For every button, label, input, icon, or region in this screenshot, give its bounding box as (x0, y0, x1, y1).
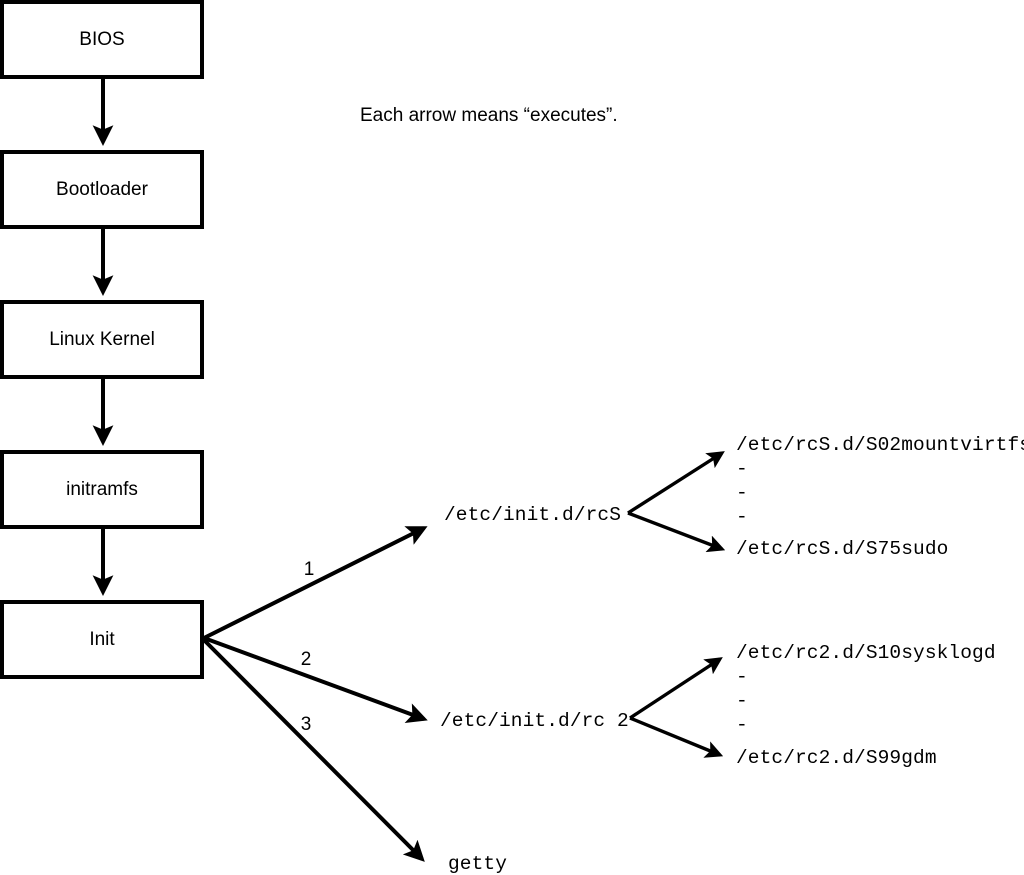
node-init-rect (0, 600, 204, 679)
label-rcs-last-script: /etc/rcS.d/S75sudo (736, 538, 948, 560)
node-linux-kernel-label: Linux Kernel (49, 329, 155, 350)
label-etc-init-d-rcs: /etc/init.d/rcS (444, 504, 621, 526)
node-initramfs-label: initramfs (66, 479, 138, 500)
edge-label-3: 3 (301, 714, 312, 735)
node-bootloader[interactable]: Bootloader (0, 150, 204, 229)
rc2-ellipsis-dash-1: - (736, 666, 748, 688)
label-rcs-first-script: /etc/rcS.d/S02mountvirtfs (736, 434, 1024, 456)
node-bootloader-label: Bootloader (56, 179, 149, 200)
arrow-rc2-to-first-script (629, 657, 723, 720)
node-bios-label: BIOS (79, 29, 124, 50)
label-getty: getty (448, 853, 507, 875)
node-initramfs-rect (0, 450, 204, 529)
arrow-rc2-to-last-script (629, 716, 724, 758)
rcs-ellipsis-dash-1: - (736, 458, 748, 480)
edge-label-1: 1 (304, 559, 315, 580)
executes-note: Each arrow means “executes”. (360, 105, 618, 126)
label-rc2-first-script: /etc/rc2.d/S10sysklogd (736, 642, 996, 664)
arrow-rcs-to-last-script (627, 511, 726, 553)
node-bios-rect (0, 0, 204, 79)
node-init[interactable]: Init (0, 600, 204, 679)
label-etc-init-d-rc2: /etc/init.d/rc 2 (440, 710, 629, 732)
edge-label-2: 2 (301, 649, 312, 670)
node-bios[interactable]: BIOS (0, 0, 204, 79)
label-rc2-last-script: /etc/rc2.d/S99gdm (736, 747, 937, 769)
rcs-ellipsis-dash-2: - (736, 482, 748, 504)
arrow-rcs-to-first-script (627, 451, 725, 515)
arrow-init-to-rc2 (203, 636, 428, 723)
arrow-init-to-getty (202, 638, 425, 862)
arrow-init-to-rcs (203, 526, 428, 640)
node-initramfs[interactable]: initramfs (0, 450, 204, 529)
node-init-label: Init (89, 629, 115, 650)
node-linux-kernel[interactable]: Linux Kernel (0, 300, 204, 379)
rcs-ellipsis-dash-3: - (736, 506, 748, 528)
rc2-ellipsis-dash-2: - (736, 690, 748, 712)
rc2-ellipsis-dash-3: - (736, 714, 748, 736)
